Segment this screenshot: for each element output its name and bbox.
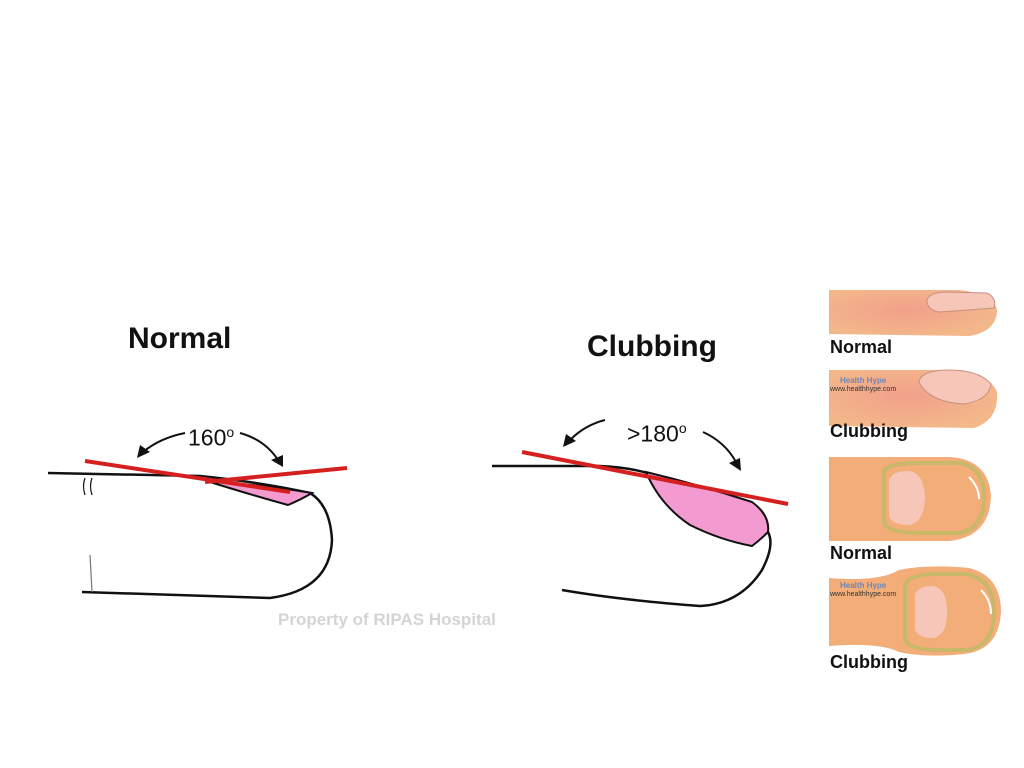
normal-angle-line-2 xyxy=(204,466,348,484)
top-clubbing-finger-image xyxy=(829,566,1001,656)
top-clubbing-site-url: www.healthhype.com xyxy=(830,591,897,598)
top-normal-label: Normal xyxy=(830,543,893,563)
normal-arrow-right xyxy=(239,432,279,461)
side-normal-label: Normal xyxy=(830,337,893,357)
clubbing-arrow-left-head xyxy=(563,434,576,447)
clubbing-nail xyxy=(644,470,770,548)
side-clubbing-site-name: Health Hype xyxy=(840,376,887,385)
clubbing-angle-label: >180o xyxy=(627,420,687,447)
clubbing-angle-line xyxy=(521,450,789,506)
side-clubbing-label: Clubbing xyxy=(830,421,908,441)
watermark: Property of RIPAS Hospital xyxy=(278,610,496,629)
normal-angle-label: 160o xyxy=(188,424,235,451)
clubbing-arrow-right xyxy=(702,431,737,463)
top-clubbing-site-name: Health Hype xyxy=(840,581,887,590)
side-clubbing-site-url: www.healthhype.com xyxy=(830,386,897,393)
clubbing-title: Clubbing xyxy=(587,330,717,363)
side-clubbing-finger-image xyxy=(829,369,998,428)
top-clubbing-label: Clubbing xyxy=(830,652,908,672)
normal-finger-outline xyxy=(47,471,334,600)
clubbing-arrow-right-head xyxy=(729,458,741,471)
normal-arrow-left-head xyxy=(137,445,150,458)
side-normal-finger-image xyxy=(829,290,997,336)
normal-arrow-right-head xyxy=(271,455,283,467)
normal-title: Normal xyxy=(128,322,232,355)
clubbing-arrow-left xyxy=(569,419,606,441)
top-normal-finger-image xyxy=(829,457,991,541)
normal-finger-crease xyxy=(82,477,93,496)
normal-finger-base-line xyxy=(89,554,93,593)
normal-angle-line-1 xyxy=(84,459,291,494)
